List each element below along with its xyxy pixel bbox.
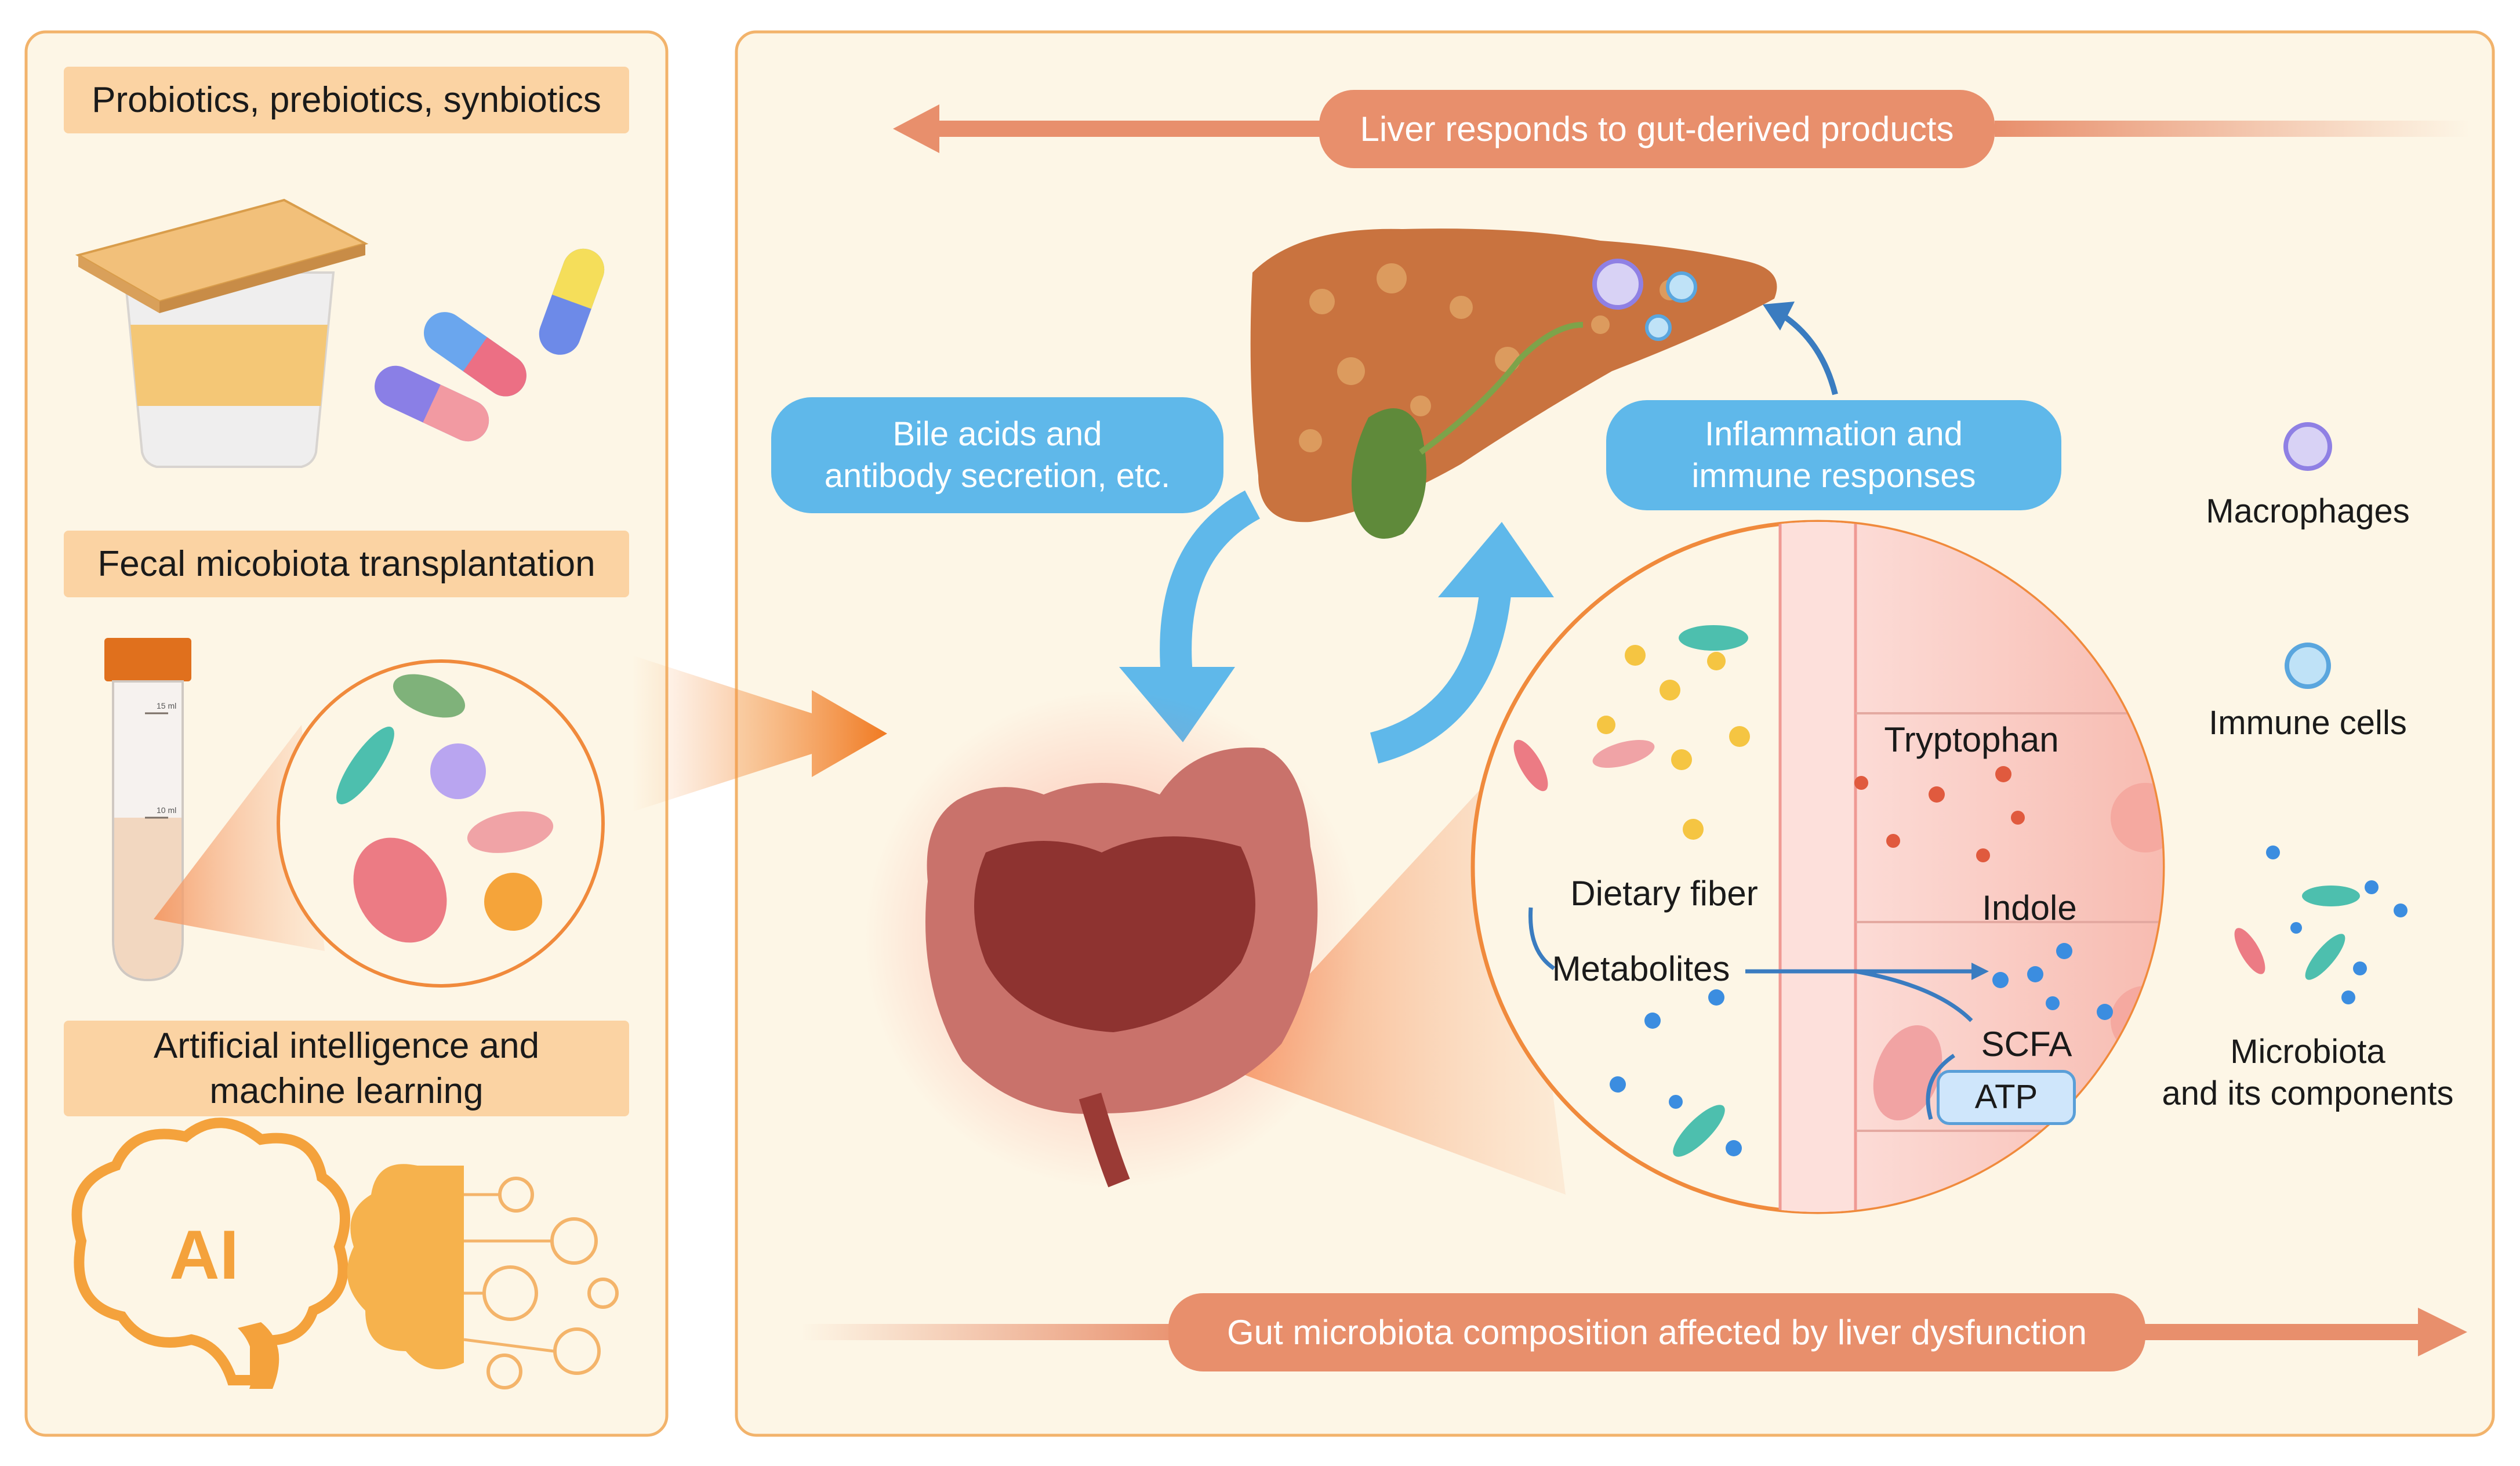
gut-to-liver-arrow [1370,584,1512,764]
bottom-arrow-shaft [2140,1324,2418,1340]
bottom-arrow-head [2418,1308,2467,1356]
atp-badge: ATP [1937,1070,2076,1125]
circuit-brain-icon [347,1164,619,1389]
left-to-main-arrow [632,655,887,812]
test-tube-icon: 15 ml 10 ml [104,638,191,982]
capsules-icon [375,248,605,442]
immune-cells-legend-label: Immune cells [2209,704,2407,742]
bile-acids-label: Bile acids and antibody secretion, etc. [771,397,1223,513]
scfa-to-atp-arrow [1926,1054,1955,1120]
top-arrow-tail [1995,121,2470,137]
tube-mark-10: 10 ml [157,805,176,815]
villi-column [1778,522,1857,1212]
immune-to-liver-arrowhead [1763,302,1795,331]
dietary-fiber-label: Dietary fiber [1570,873,1758,913]
metabolites-label: Metabolites [1552,949,1730,988]
microbiota-legend-label: Microbiota and its components [2162,1032,2454,1113]
tryptophan-label: Tryptophan [1884,720,2059,759]
bottom-arrow-tail [800,1324,1194,1340]
label-fmt: Fecal micobiota transplantation [64,531,629,597]
bottom-arrow-label: Gut microbiota composition affected by l… [1168,1293,2145,1371]
fmt-zoom-cone [154,725,325,951]
gut-to-liver-arrowhead [1438,522,1554,597]
yogurt-cup-icon [75,198,369,468]
macrophage-icon [2283,422,2332,471]
scfa-label: SCFA [1981,1024,2072,1064]
top-arrow-label: Liver responds to gut-derived products [1319,90,1995,168]
fiber-to-metabolites-arrow [1528,907,1555,970]
inflammation-label: Inflammation and immune responses [1606,400,2061,510]
microbiota-icon [2234,846,2408,1004]
ai-glyph: AI [169,1216,239,1294]
liver-illustration [1250,228,1777,539]
metabolites-to-scfa-arrow [1855,969,1973,1022]
top-arrow-head [893,104,939,153]
macrophages-legend-label: Macrophages [2206,492,2410,531]
top-arrow-shaft [939,121,1345,137]
liver-to-gut-arrow [1160,490,1261,680]
label-prebiotics: Probiotics, prebiotics, synbiotics [64,67,629,133]
intestine-illustration [925,747,1318,1188]
label-ai: Artificial intelligence and machine lear… [64,1021,629,1116]
indole-label: Indole [1982,888,2077,927]
immune-cell-icon [2285,643,2331,689]
tube-mark-15: 15 ml [157,701,176,710]
ai-brain-icon: AI [71,1117,350,1389]
metabolites-to-indole-arrowhead [1971,963,1989,980]
